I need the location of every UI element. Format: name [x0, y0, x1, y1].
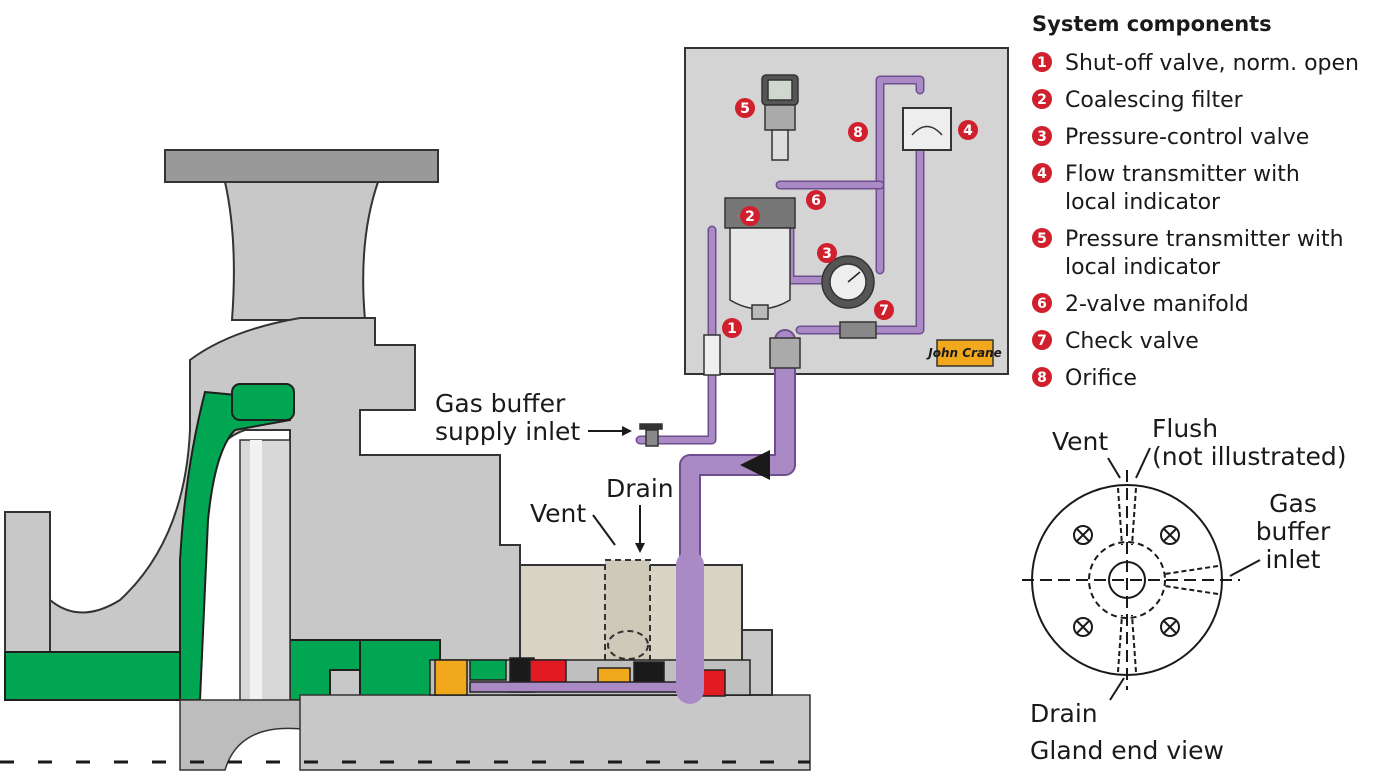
- legend-badge-number-2: 2: [1037, 92, 1047, 108]
- gas-buffer-supply-label: Gas buffer supply inlet: [435, 389, 632, 446]
- badge-4-number: 4: [963, 123, 973, 139]
- badge-8-number: 8: [853, 125, 863, 141]
- gland-gas-line1: Gas: [1269, 489, 1317, 518]
- pressure-control-valve: [821, 255, 875, 309]
- legend-item-6: 6 2-valve manifold: [1032, 292, 1249, 317]
- badge-2: 2: [740, 206, 760, 226]
- legend-item-8: 8 Orifice: [1032, 366, 1137, 391]
- legend-badge-number-8: 8: [1037, 370, 1047, 386]
- legend-badge-8: [1032, 367, 1052, 387]
- vent-label: Vent: [530, 499, 616, 546]
- badge-8: 8: [848, 122, 868, 142]
- badge-6-number: 6: [811, 193, 821, 209]
- legend-badge-5: [1032, 228, 1052, 248]
- legend-badge-6: [1032, 293, 1052, 313]
- impeller: [4, 383, 441, 701]
- legend-badge-7: [1032, 330, 1052, 350]
- gland-drain-label: Drain: [1030, 699, 1098, 728]
- legend-badge-2: [1032, 89, 1052, 109]
- badge-5-number: 5: [740, 101, 750, 117]
- legend-badge-number-3: 3: [1037, 129, 1047, 145]
- legend-item-text-5-1: Pressure transmitter with: [1065, 227, 1344, 252]
- legend-badge-number-4: 4: [1037, 166, 1047, 182]
- badge-7-number: 7: [879, 303, 889, 319]
- gland-flush-line1: Flush: [1152, 414, 1218, 443]
- legend-item-text-4-1: Flow transmitter with: [1065, 162, 1300, 187]
- gland-gas-line3: inlet: [1266, 545, 1321, 574]
- legend-item-text-7-1: Check valve: [1065, 329, 1199, 354]
- badge-6: 6: [806, 190, 826, 210]
- legend-item-text-4-2: local indicator: [1065, 190, 1221, 215]
- gas-buffer-supply-line1: Gas buffer: [435, 389, 566, 418]
- pressure-transmitter: [761, 74, 799, 161]
- legend-item-3: 3 Pressure-control valve: [1032, 125, 1309, 150]
- supply-valve: [639, 423, 663, 447]
- john-crane-logo: John Crane: [926, 339, 1002, 367]
- legend-badge-number-1: 1: [1037, 55, 1047, 71]
- legend: System components 1 Shut-off valve, norm.…: [1032, 12, 1359, 391]
- gland-end-view-labels: Vent Flush (not illustrated) Gas buffer …: [1030, 414, 1347, 765]
- legend-badge-4: [1032, 163, 1052, 183]
- drain-text: Drain: [606, 474, 674, 503]
- bolt-holes: [1073, 525, 1180, 637]
- coalescing-filter: [724, 197, 796, 320]
- legend-item-text-5-2: local indicator: [1065, 255, 1221, 280]
- vent-text: Vent: [530, 499, 586, 528]
- gland-dashed-circle: [1088, 541, 1166, 619]
- legend-item-4: 4 Flow transmitter with local indicator: [1032, 162, 1300, 215]
- gas-buffer-port: [1164, 565, 1219, 595]
- legend-item-text-8-1: Orifice: [1065, 366, 1137, 391]
- legend-items: 1 Shut-off valve, norm. open 2 Coalescing f…: [1032, 51, 1359, 391]
- flow-direction-arrow: [740, 450, 770, 480]
- legend-item-1: 1 Shut-off valve, norm. open: [1032, 51, 1359, 76]
- badge-5: 5: [735, 98, 755, 118]
- gland-gas-line2: buffer: [1256, 517, 1331, 546]
- legend-item-2: 2 Coalescing filter: [1032, 88, 1244, 113]
- badge-3: 3: [817, 243, 837, 263]
- badge-3-number: 3: [822, 246, 832, 262]
- gland-vent-leader: [1107, 457, 1121, 479]
- badge-1-number: 1: [727, 321, 737, 337]
- gland-end-view: [1022, 447, 1261, 701]
- gland-flush-leader: [1135, 447, 1151, 479]
- legend-item-text-3-1: Pressure-control valve: [1065, 125, 1309, 150]
- badge-1: 1: [722, 318, 742, 338]
- gas-buffer-supply-line2: supply inlet: [435, 417, 580, 446]
- check-valve: [839, 321, 877, 339]
- legend-item-text-1-1: Shut-off valve, norm. open: [1065, 51, 1359, 76]
- legend-badge-number-6: 6: [1037, 296, 1047, 312]
- legend-title: System components: [1032, 12, 1272, 36]
- vent-port: [1117, 487, 1137, 546]
- panel-badges: 1 2 3 4 5 6 7 8: [722, 98, 978, 338]
- shutoff-valve: [703, 334, 801, 376]
- drain-port: [1117, 614, 1137, 673]
- logo-text: John Crane: [926, 346, 1001, 360]
- gland-flush-line2: (not illustrated): [1152, 442, 1347, 471]
- badge-7: 7: [874, 300, 894, 320]
- legend-badge-3: [1032, 126, 1052, 146]
- flow-transmitter: [902, 107, 952, 151]
- legend-badge-number-5: 5: [1037, 231, 1047, 247]
- badge-2-number: 2: [745, 209, 755, 225]
- legend-item-7: 7 Check valve: [1032, 329, 1199, 354]
- pump-casing: [4, 149, 521, 701]
- gland-vent-label: Vent: [1052, 427, 1108, 456]
- gland-drain-leader: [1109, 677, 1125, 701]
- gland-gas-leader: [1229, 559, 1261, 577]
- drain-label: Drain: [606, 474, 674, 553]
- legend-badge-number-7: 7: [1037, 333, 1047, 349]
- legend-item-5: 5 Pressure transmitter with local indicato…: [1032, 227, 1344, 280]
- badge-4: 4: [958, 120, 978, 140]
- legend-item-text-6-1: 2-valve manifold: [1065, 292, 1249, 317]
- legend-badge-1: [1032, 52, 1052, 72]
- gland-caption: Gland end view: [1030, 736, 1224, 765]
- legend-item-text-2-1: Coalescing filter: [1065, 88, 1244, 113]
